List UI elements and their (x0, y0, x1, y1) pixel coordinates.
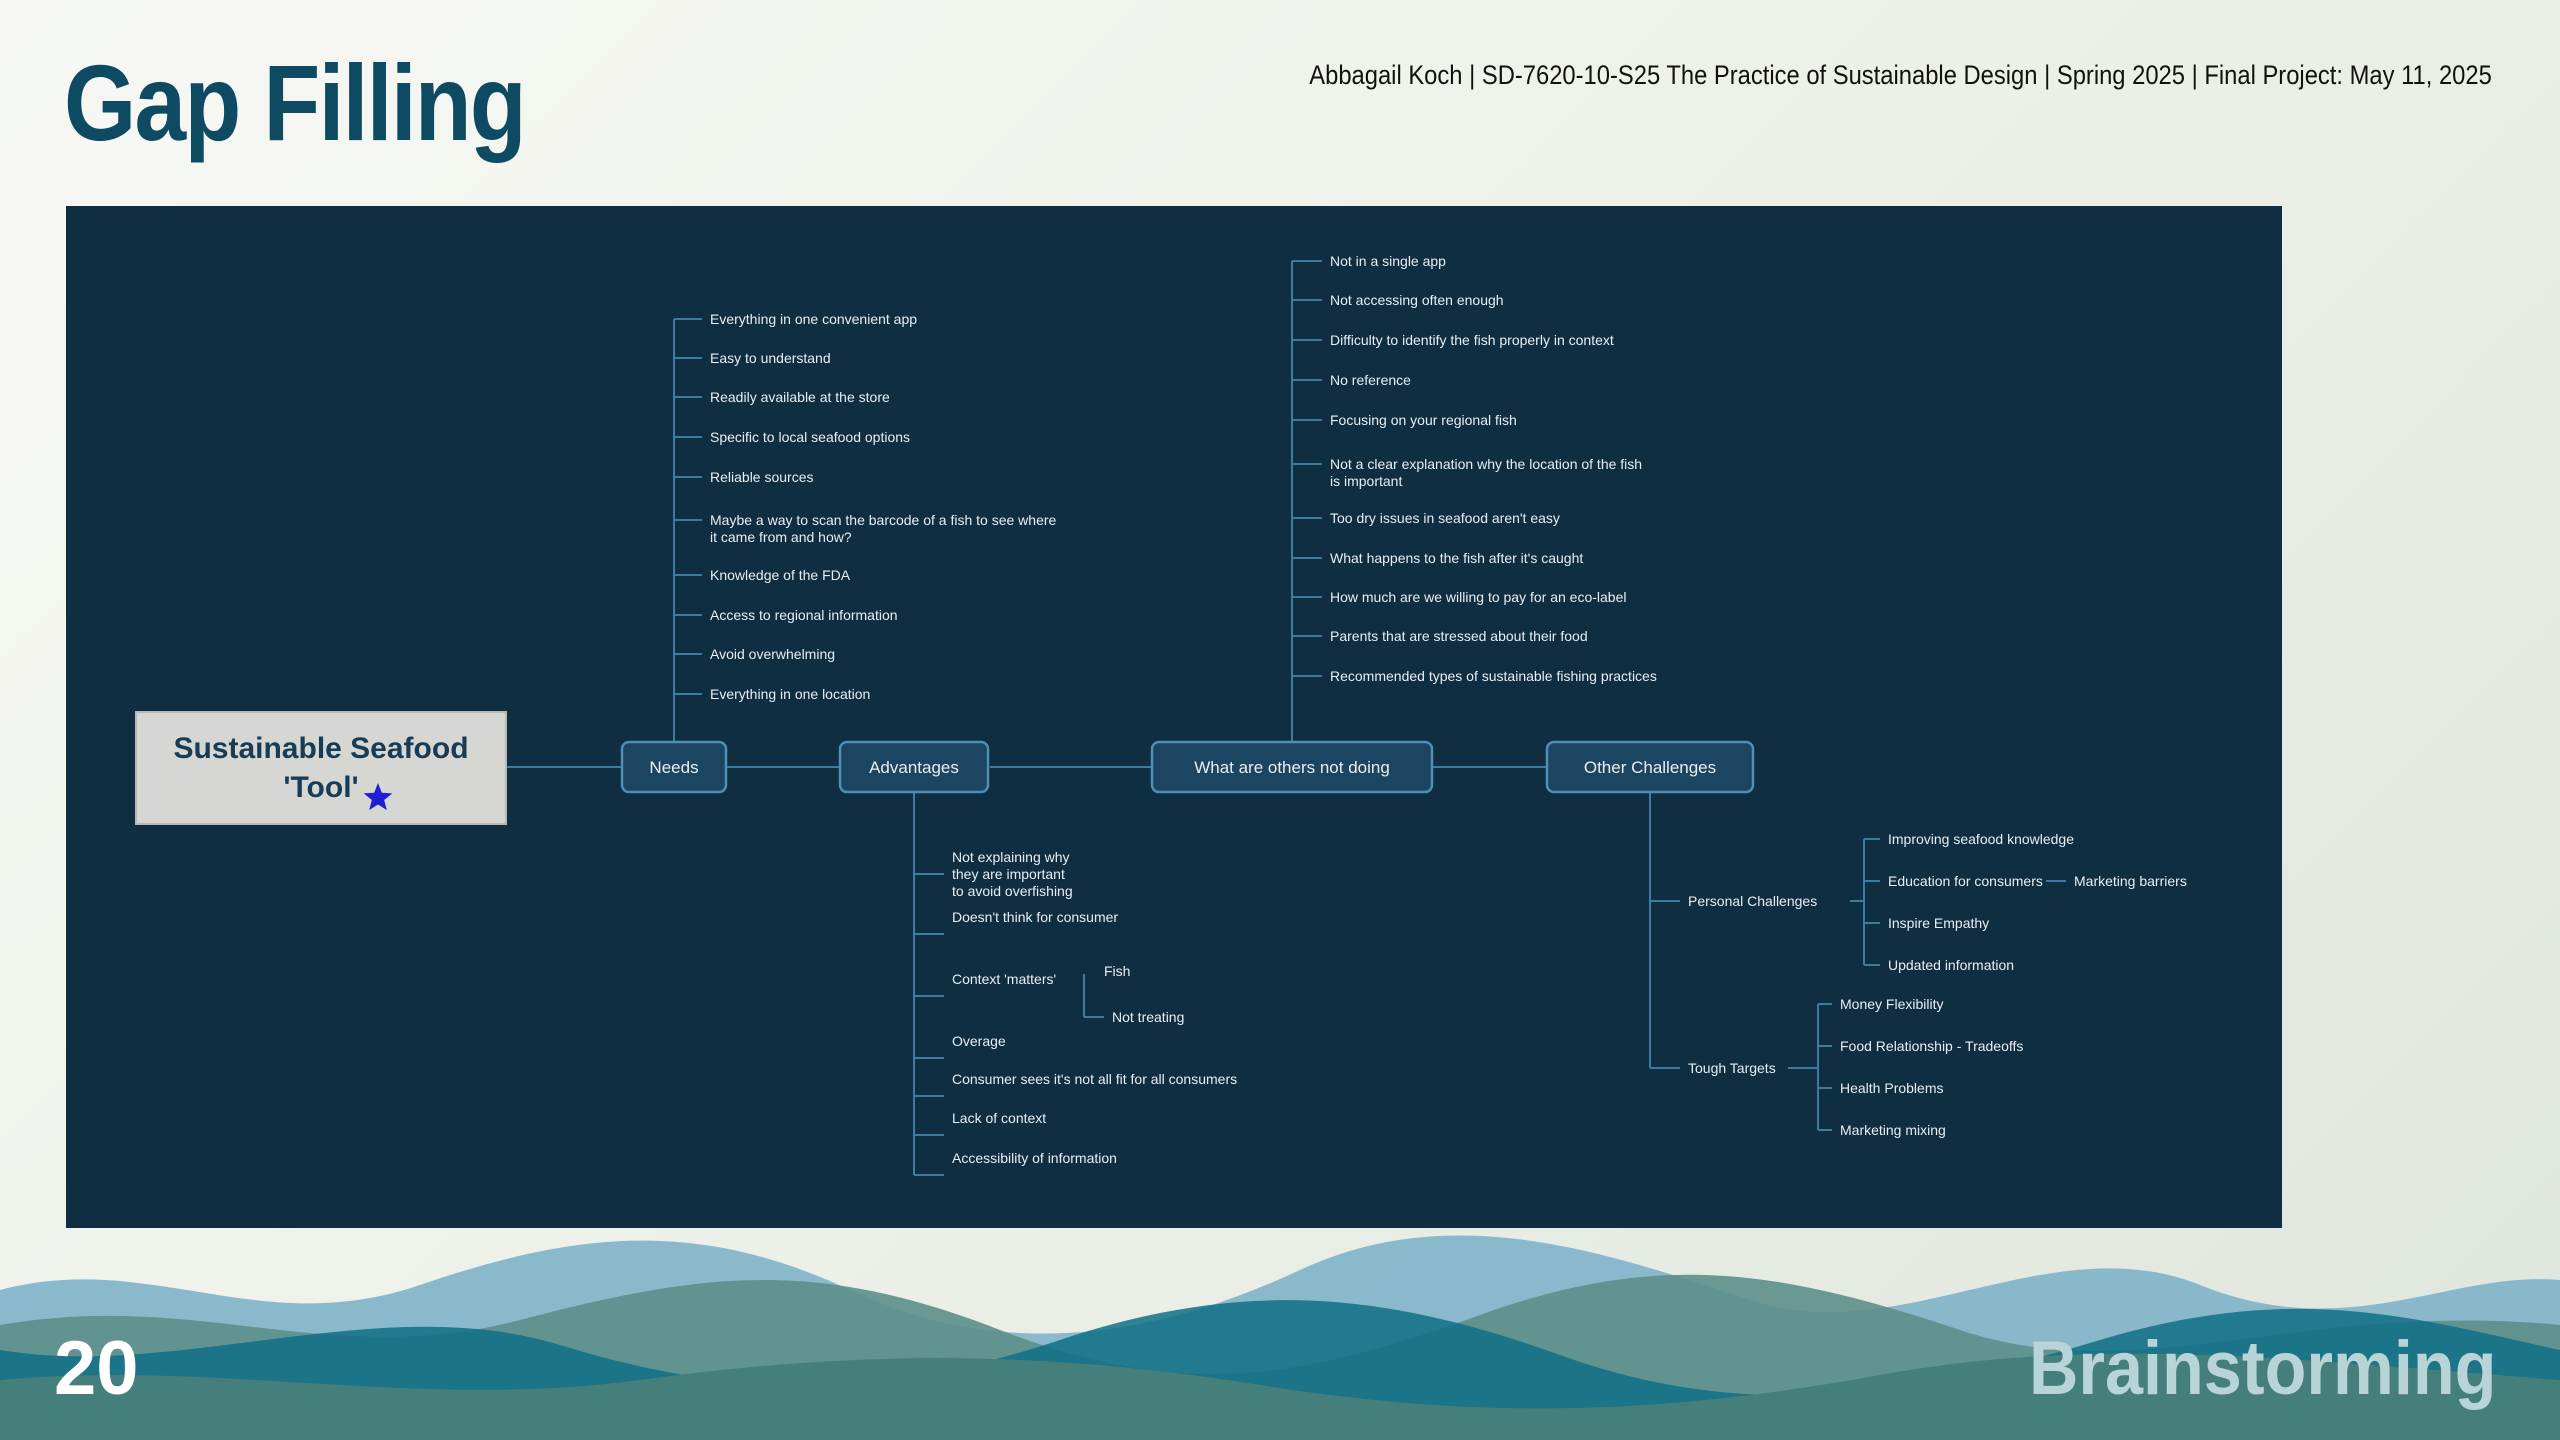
needs-item: Easy to understand (710, 350, 831, 366)
challenge-item: Inspire Empathy (1888, 915, 1989, 931)
svg-text:No reference: No reference (1330, 372, 1411, 388)
root-label-line2: 'Tool' (283, 771, 358, 804)
root-label-line1: Sustainable Seafood (173, 732, 468, 765)
svg-text:Parents that are stressed abou: Parents that are stressed about their fo… (1330, 628, 1588, 644)
section-label: Brainstorming (2028, 1326, 2496, 1411)
advantages-item: Accessibility of information (952, 1150, 1117, 1166)
context-child-item: Fish (1104, 963, 1130, 979)
course-info-line: Abbagail Koch | SD-7620-10-S25 The Pract… (1309, 60, 2492, 90)
advantages-item: Overage (952, 1033, 1006, 1049)
svg-text:Difficulty to identify the fis: Difficulty to identify the fish properly… (1330, 332, 1614, 348)
challenge-item: Food Relationship - Tradeoffs (1840, 1038, 2023, 1054)
slide-title: Gap Filling (64, 42, 527, 163)
mind-map-nodes: Sustainable Seafood 'Tool' Needs Everything… (135, 253, 2187, 1166)
svg-text:Accessibility of information: Accessibility of information (952, 1150, 1117, 1166)
svg-text:Context 'matters': Context 'matters' (952, 971, 1056, 987)
svg-text:Avoid overwhelming: Avoid overwhelming (710, 646, 835, 662)
svg-text:Everything in one convenient a: Everything in one convenient app (710, 311, 917, 327)
challenge-item: Education for consumers (1888, 873, 2043, 889)
needs-item: Everything in one location (710, 686, 870, 702)
others-item: How much are we willing to pay for an ec… (1330, 589, 1626, 605)
svg-text:Readily available at the store: Readily available at the store (710, 389, 890, 405)
needs-item: Reliable sources (710, 469, 814, 485)
svg-text:is important: is important (1330, 473, 1402, 489)
challenge-item: Money Flexibility (1840, 996, 1943, 1012)
others-item: Recommended types of sustainable fishing… (1330, 668, 1657, 684)
svg-text:How much are we willing to pay: How much are we willing to pay for an ec… (1330, 589, 1626, 605)
svg-text:Too dry issues in seafood aren: Too dry issues in seafood aren't easy (1330, 510, 1560, 526)
node-needs-label: Needs (649, 758, 698, 777)
others-item: Parents that are stressed about their fo… (1330, 628, 1588, 644)
needs-item: Avoid overwhelming (710, 646, 835, 662)
others-item: Too dry issues in seafood aren't easy (1330, 510, 1560, 526)
svg-text:Not in a single app: Not in a single app (1330, 253, 1446, 269)
star-icon (363, 783, 393, 811)
page-number: 20 (54, 1326, 139, 1411)
advantages-item: Consumer sees it's not all fit for all c… (952, 1071, 1237, 1087)
svg-text:Everything in one location: Everything in one location (710, 686, 870, 702)
advantages-item: Context 'matters' (952, 971, 1056, 987)
needs-item: Readily available at the store (710, 389, 890, 405)
others-item: What happens to the fish after it's caug… (1330, 550, 1583, 566)
node-others (1150, 740, 1434, 794)
needs-item: Specific to local seafood options (710, 429, 910, 445)
root-node (135, 711, 507, 825)
node-needs (620, 740, 728, 794)
svg-text:Doesn't think for consumer: Doesn't think for consumer (952, 909, 1118, 925)
svg-text:Easy to understand: Easy to understand (710, 350, 831, 366)
challenge-item: Marketing mixing (1840, 1122, 1946, 1138)
svg-text:Overage: Overage (952, 1033, 1006, 1049)
challenge-item: Health Problems (1840, 1080, 1944, 1096)
node-others-label: What are others not doing (1194, 758, 1390, 777)
challenge-item: Updated information (1888, 957, 2014, 973)
node-challenges (1545, 740, 1755, 794)
needs-item: Knowledge of the FDA (710, 567, 851, 583)
node-advantages-label: Advantages (869, 758, 959, 777)
others-item: Focusing on your regional fish (1330, 412, 1517, 428)
others-item: Difficulty to identify the fish properly… (1330, 332, 1614, 348)
svg-text:Consumer sees it's not all fit: Consumer sees it's not all fit for all c… (952, 1071, 1237, 1087)
challenge-item: Improving seafood knowledge (1888, 831, 2074, 847)
challenge-group-label: Personal Challenges (1688, 893, 1817, 909)
advantages-item: Lack of context (952, 1110, 1046, 1126)
mind-map-svg: Sustainable Seafood 'Tool' Needs Everything… (135, 253, 2187, 1176)
needs-item: Maybe a way to scan the barcode of a fis… (710, 512, 1057, 545)
node-challenges-label: Other Challenges (1584, 758, 1716, 777)
mind-map-panel: Sustainable Seafood 'Tool' Needs Everything… (66, 206, 2282, 1228)
wave-decoration (0, 1235, 2560, 1440)
svg-text:to avoid overfishing: to avoid overfishing (952, 883, 1073, 899)
challenge-item: Marketing barriers (2074, 873, 2187, 889)
needs-item: Everything in one convenient app (710, 311, 917, 327)
svg-text:Not accessing often enough: Not accessing often enough (1330, 292, 1504, 308)
svg-text:Not a clear explanation why th: Not a clear explanation why the location… (1330, 456, 1642, 472)
connector-lines (506, 260, 2066, 1176)
svg-text:it came from and how?: it came from and how? (710, 529, 852, 545)
svg-text:Specific to local seafood opti: Specific to local seafood options (710, 429, 910, 445)
svg-text:Reliable sources: Reliable sources (710, 469, 814, 485)
svg-text:What happens to the fish after: What happens to the fish after it's caug… (1330, 550, 1583, 566)
svg-text:Lack of context: Lack of context (952, 1110, 1046, 1126)
node-advantages (838, 740, 990, 794)
svg-text:Knowledge of the FDA: Knowledge of the FDA (710, 567, 851, 583)
challenge-group-label: Tough Targets (1688, 1060, 1776, 1076)
context-child-item: Not treating (1112, 1009, 1184, 1025)
others-item: No reference (1330, 372, 1411, 388)
svg-text:they are important: they are important (952, 866, 1065, 882)
others-item: Not accessing often enough (1330, 292, 1504, 308)
svg-text:Focusing on your regional fish: Focusing on your regional fish (1330, 412, 1517, 428)
needs-item: Access to regional information (710, 607, 898, 623)
advantages-item: Doesn't think for consumer (952, 909, 1118, 925)
svg-text:Maybe a way to scan the barcod: Maybe a way to scan the barcode of a fis… (710, 512, 1057, 528)
svg-text:Access to regional information: Access to regional information (710, 607, 898, 623)
others-item: Not in a single app (1330, 253, 1446, 269)
svg-text:Not explaining why: Not explaining why (952, 849, 1070, 865)
others-item: Not a clear explanation why the location… (1330, 456, 1642, 489)
svg-text:Recommended types of sustainab: Recommended types of sustainable fishing… (1330, 668, 1657, 684)
